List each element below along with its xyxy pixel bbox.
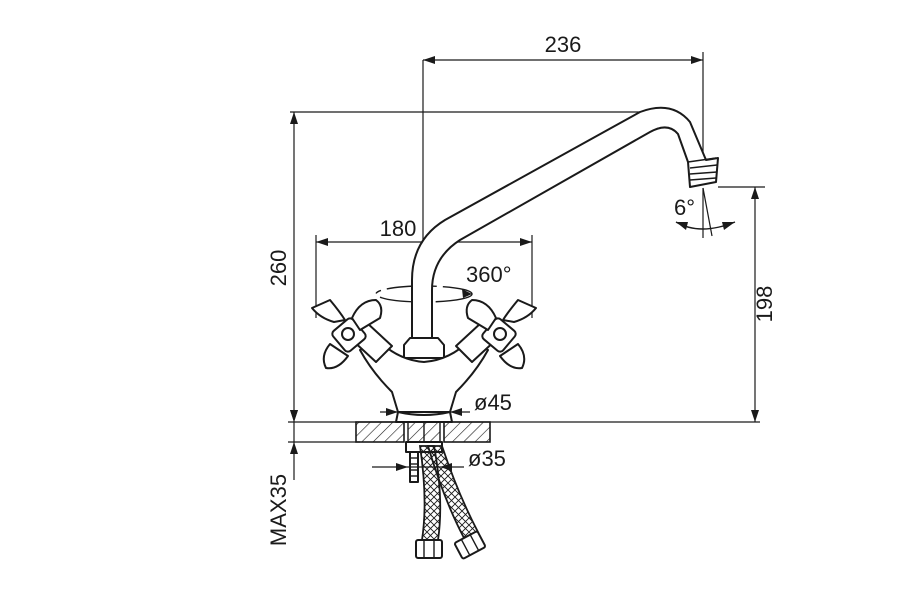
base-diameter-label: ø45 (474, 390, 512, 415)
rotation-indicator: 360° (375, 262, 512, 303)
spout-height-label: 198 (752, 286, 777, 323)
countertop (288, 421, 760, 443)
spout-angle-label: 6° (674, 195, 695, 220)
dim-spout-height: 198 (718, 186, 777, 422)
hole-diameter-label: ø35 (468, 446, 506, 471)
spout-angle-indicator: 6° (674, 187, 736, 238)
total-height-label: 260 (266, 250, 291, 287)
dim-hole-diameter: ø35 (372, 446, 506, 471)
faucet-body (359, 337, 489, 423)
left-handle (311, 299, 393, 370)
body-width-label: 180 (380, 216, 417, 241)
right-handle (455, 299, 537, 370)
spout (411, 106, 719, 346)
dim-base-diameter: ø45 (380, 390, 512, 416)
rotation-label: 360° (466, 262, 512, 287)
flexible-hoses (415, 445, 486, 560)
max-thickness-label: MAX35 (266, 474, 291, 546)
dim-max-thickness: MAX35 (266, 410, 298, 546)
spout-reach-label: 236 (545, 32, 582, 57)
